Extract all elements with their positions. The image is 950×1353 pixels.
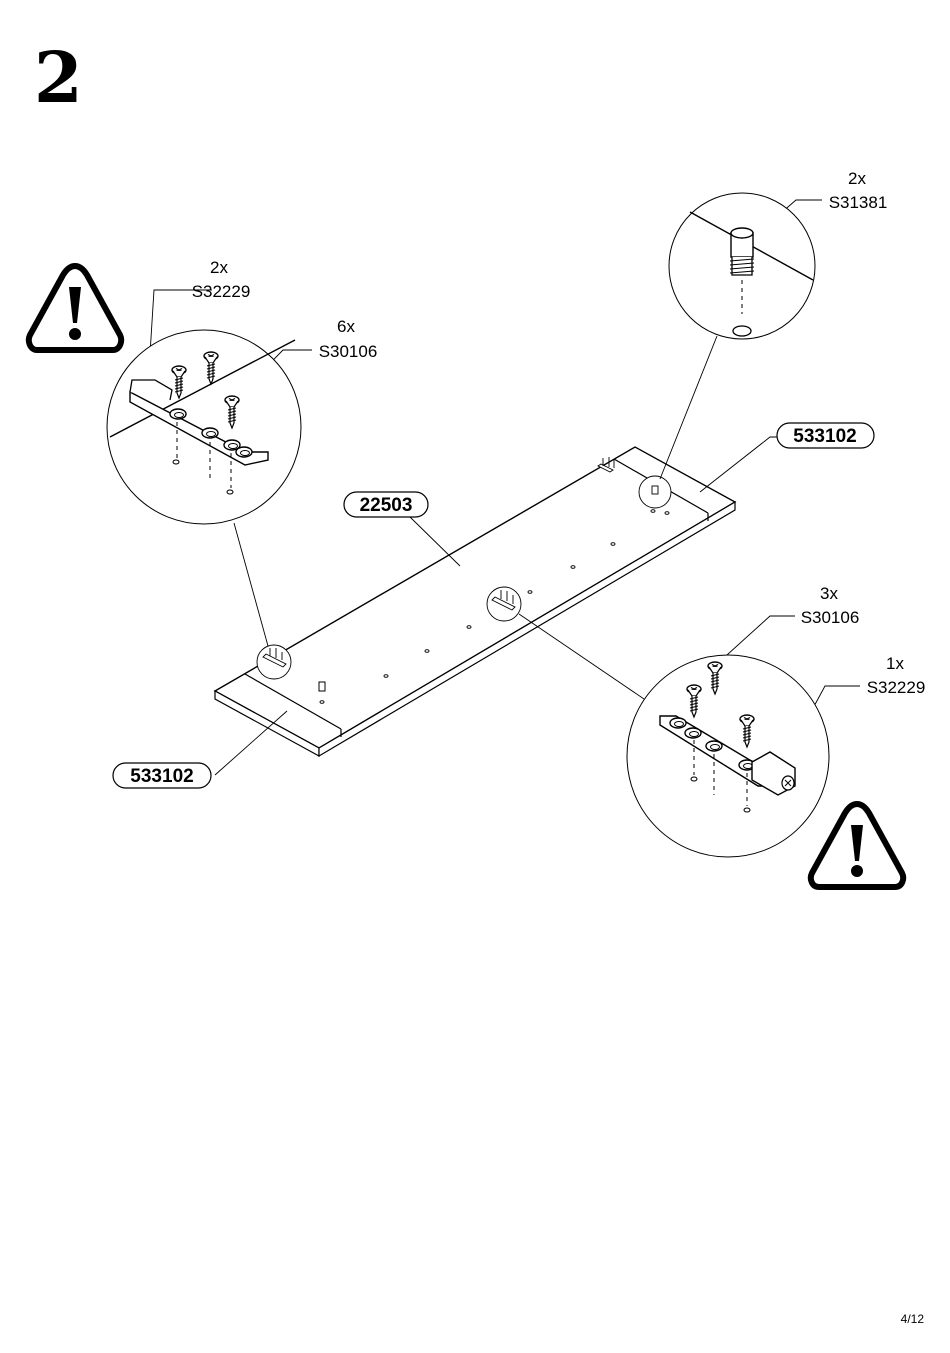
- quantity-label: 2x: [210, 258, 228, 277]
- quantity-label: 3x: [820, 584, 838, 603]
- leader-line: [659, 335, 718, 480]
- part-code-label: S30106: [319, 342, 378, 361]
- part-label-533102-right: 533102: [776, 422, 875, 449]
- part-code-label: S30106: [801, 608, 860, 627]
- warning-icon: [807, 801, 907, 890]
- part-code-label: S31381: [829, 193, 888, 212]
- warning-icon: [25, 263, 125, 353]
- part-code-label: S32229: [867, 678, 926, 697]
- detail-circle-right: [626, 654, 830, 858]
- part-number-text: 533102: [130, 766, 193, 787]
- panel-22503: [213, 446, 737, 758]
- part-label-22503: 22503: [343, 491, 429, 518]
- leader-line: [518, 613, 645, 700]
- part-number-text: 22503: [360, 495, 413, 516]
- page-number: 4/12: [900, 1312, 924, 1326]
- part-label-533102-left: 533102: [112, 762, 212, 789]
- step-number: 2: [34, 36, 83, 119]
- detail-circle-dowel: [668, 192, 816, 340]
- dowel-s31381: [729, 227, 755, 276]
- leader-line: [233, 522, 269, 647]
- quantity-label: 1x: [886, 654, 904, 673]
- part-code-label: S32229: [192, 282, 251, 301]
- detail-circle-left: [106, 329, 302, 525]
- quantity-label: 6x: [337, 317, 355, 336]
- part-number-text: 533102: [793, 426, 856, 447]
- quantity-label: 2x: [848, 169, 866, 188]
